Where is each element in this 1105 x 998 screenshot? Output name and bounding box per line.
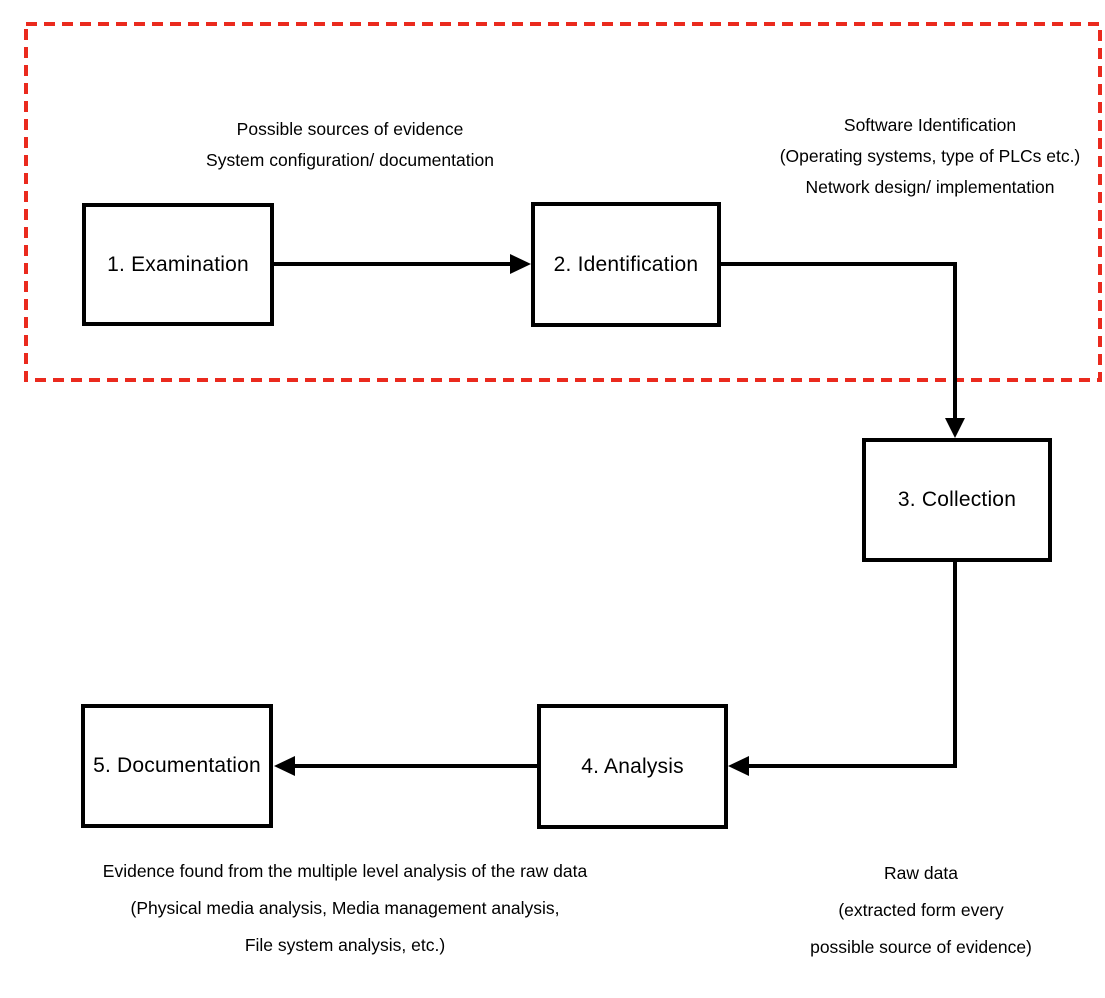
annotation-line: (Operating systems, type of PLCs etc.) bbox=[779, 146, 1081, 166]
annotation-line: Possible sources of evidence bbox=[236, 119, 464, 139]
annotation-line: (extracted form every bbox=[838, 900, 1004, 920]
step-box-documentation: 5. Documentation bbox=[81, 704, 273, 828]
phase-highlight-dashed-outline bbox=[24, 22, 1102, 382]
step-box-analysis: 4. Analysis bbox=[537, 704, 728, 829]
step-label: 4. Analysis bbox=[581, 754, 684, 778]
annotation-line: Evidence found from the multiple level a… bbox=[102, 861, 588, 881]
step-box-identification: 2. Identification bbox=[531, 202, 721, 327]
annotation-line: possible source of evidence) bbox=[810, 937, 1032, 957]
annotation-line: System configuration/ documentation bbox=[206, 150, 494, 170]
arrowhead-down-icon bbox=[945, 418, 965, 438]
step-box-collection: 3. Collection bbox=[862, 438, 1052, 562]
annotation-evidence-found: Evidence found from the multiple level a… bbox=[70, 853, 620, 964]
annotation-line: Software Identification bbox=[843, 115, 1017, 135]
step-label: 2. Identification bbox=[553, 252, 699, 276]
annotation-line: Network design/ implementation bbox=[805, 177, 1055, 197]
annotation-line: Raw data bbox=[884, 863, 958, 883]
arrowhead-left-icon bbox=[728, 756, 749, 776]
annotation-sources-of-evidence: Possible sources of evidence System conf… bbox=[120, 114, 580, 176]
arrow-identification-to-collection bbox=[721, 262, 957, 421]
arrow-collection-to-analysis bbox=[746, 562, 957, 768]
annotation-line: File system analysis, etc.) bbox=[244, 935, 446, 955]
arrowhead-right-icon bbox=[510, 254, 531, 274]
arrowhead-left-icon bbox=[274, 756, 295, 776]
annotation-software-identification: Software Identification (Operating syste… bbox=[757, 110, 1103, 203]
step-box-examination: 1. Examination bbox=[82, 203, 274, 326]
step-label: 5. Documentation bbox=[93, 754, 261, 777]
step-label: 1. Examination bbox=[107, 252, 249, 276]
annotation-raw-data: Raw data (extracted form every possible … bbox=[748, 855, 1094, 966]
annotation-line: (Physical media analysis, Media manageme… bbox=[130, 898, 560, 918]
step-label: 3. Collection bbox=[897, 488, 1017, 511]
